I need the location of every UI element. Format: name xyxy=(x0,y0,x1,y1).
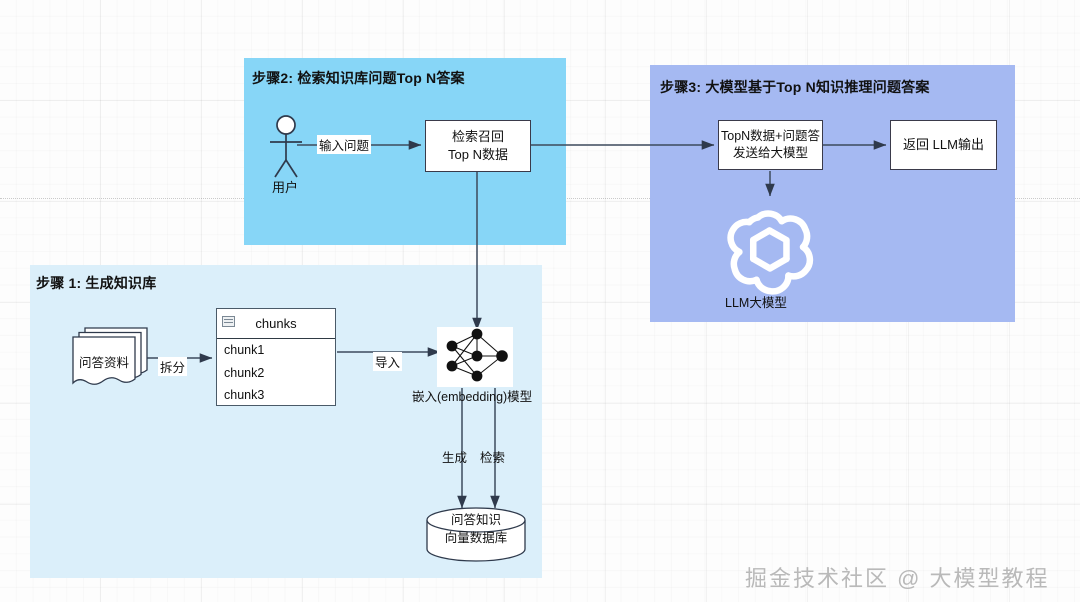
embedding-model-label: 嵌入(embedding)模型 xyxy=(412,390,533,404)
watermark-text: 掘金技术社区 @ 大模型教程 xyxy=(745,566,1050,591)
table-row[interactable]: chunk2 xyxy=(224,365,265,380)
chunks-table-title: chunks xyxy=(255,316,297,331)
node-docs-label: 问答资料 xyxy=(78,356,129,370)
user-actor-label: 用户 xyxy=(272,180,299,195)
edge-label-retrieve: 检索 xyxy=(480,451,506,465)
panel-step1-title: 步骤 1: 生成知识库 xyxy=(36,275,157,291)
table-row[interactable]: chunk1 xyxy=(224,343,265,358)
panel-step2-title: 步骤2: 检索知识库问题Top N答案 xyxy=(252,70,465,86)
vector-db-label-line1: 问答知识 xyxy=(450,513,501,527)
chunks-table[interactable]: chunks chunk1 chunk2 chunk3 xyxy=(216,308,336,406)
node-send-to-llm[interactable]: TopN数据+问题答 发送给大模型 xyxy=(718,120,823,170)
edge-label-split: 拆分 xyxy=(158,357,188,376)
edge-label-generate: 生成 xyxy=(442,451,468,465)
panel-step3 xyxy=(650,65,1015,322)
edge-label-input-question: 输入问题 xyxy=(317,135,372,154)
chunks-table-header: chunks xyxy=(217,309,335,339)
edge-label-import: 导入 xyxy=(373,352,403,371)
node-return-llm-output[interactable]: 返回 LLM输出 xyxy=(890,120,997,170)
table-row[interactable]: chunk3 xyxy=(224,388,265,403)
list-icon xyxy=(222,316,235,327)
vector-db-label-line2: 向量数据库 xyxy=(444,531,508,545)
node-retrieve-topn[interactable]: 检索召回 Top N数据 xyxy=(425,120,531,172)
llm-logo-label: LLM大模型 xyxy=(725,296,787,310)
panel-step3-title: 步骤3: 大模型基于Top N知识推理问题答案 xyxy=(660,79,930,95)
